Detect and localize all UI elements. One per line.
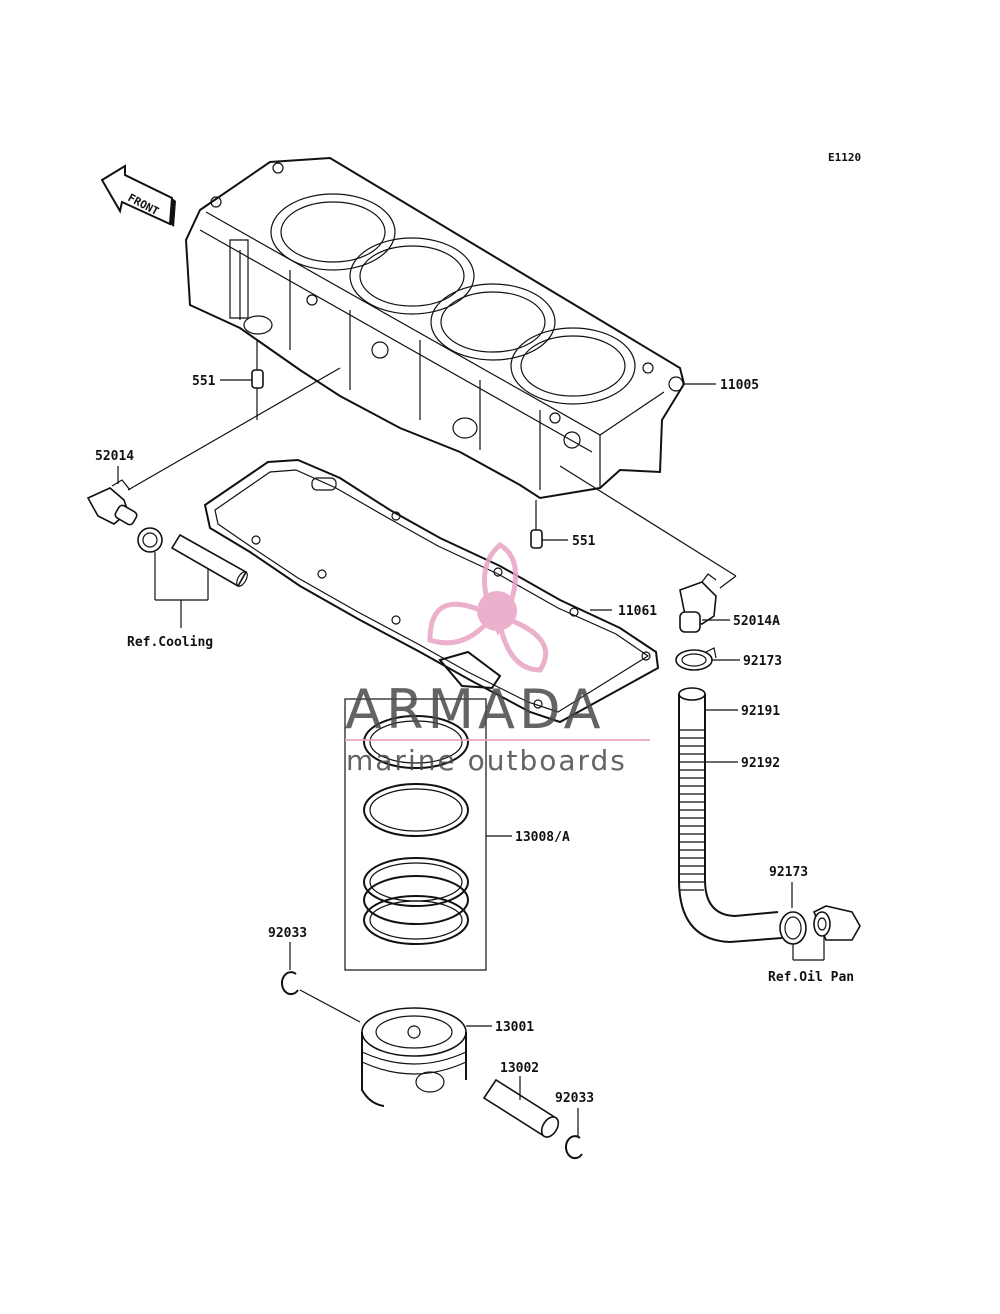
oil-hose: 92191 92192 xyxy=(678,687,783,944)
label-hose: 92192 xyxy=(741,756,780,771)
label-dowel-top: 551 xyxy=(192,374,216,389)
label-piston: 13001 xyxy=(495,1020,534,1035)
ref-cooling: Ref.Cooling xyxy=(127,635,213,650)
label-cylinder: 11005 xyxy=(720,378,759,393)
label-clamp-bottom: 92173 xyxy=(769,865,808,880)
label-piston-rings: 13008/A xyxy=(515,830,570,845)
diagram-code: E1120 xyxy=(828,151,861,164)
label-piston-pin: 13002 xyxy=(500,1061,539,1076)
label-circlip-left: 92033 xyxy=(268,926,307,941)
cooling-hose-assembly: Ref.Cooling xyxy=(127,527,248,650)
label-clamp-top: 92173 xyxy=(743,654,782,669)
piston-pin: 13002 xyxy=(482,1061,560,1138)
label-hose-end: 92191 xyxy=(741,704,780,719)
oil-pan-connection: 92173 Ref.Oil Pan xyxy=(768,865,861,985)
fitting-right: 52014A xyxy=(679,573,780,633)
cylinder-head-gasket: 11061 xyxy=(203,458,660,724)
label-dowel-bottom: 551 xyxy=(572,534,596,549)
propeller-logo-icon xyxy=(427,541,549,673)
circlip-left: 92033 xyxy=(268,926,361,1023)
front-arrow-icon: FRONT xyxy=(100,164,176,227)
label-gasket: 11061 xyxy=(618,604,657,619)
label-fitting-right: 52014A xyxy=(733,614,780,629)
armada-watermark: ARMADA marine outboards xyxy=(345,541,650,777)
label-fitting-left: 52014 xyxy=(95,449,134,464)
label-circlip-right: 92033 xyxy=(555,1091,594,1106)
fitting-left: 52014 xyxy=(86,367,341,526)
dowel-pin-bottom: 551 xyxy=(530,500,596,549)
watermark-brand: ARMADA xyxy=(345,678,605,741)
ref-oil-pan: Ref.Oil Pan xyxy=(768,970,854,985)
hose-clamp-top: 92173 xyxy=(675,647,782,671)
piston: 13001 xyxy=(361,1007,534,1107)
dowel-pin-top: 551 xyxy=(192,340,264,420)
circlip-right: 92033 xyxy=(555,1091,594,1160)
cylinder-block xyxy=(184,156,686,500)
piston-rings-set: 13008/A xyxy=(344,698,570,971)
watermark-tagline: marine outboards xyxy=(346,744,627,777)
